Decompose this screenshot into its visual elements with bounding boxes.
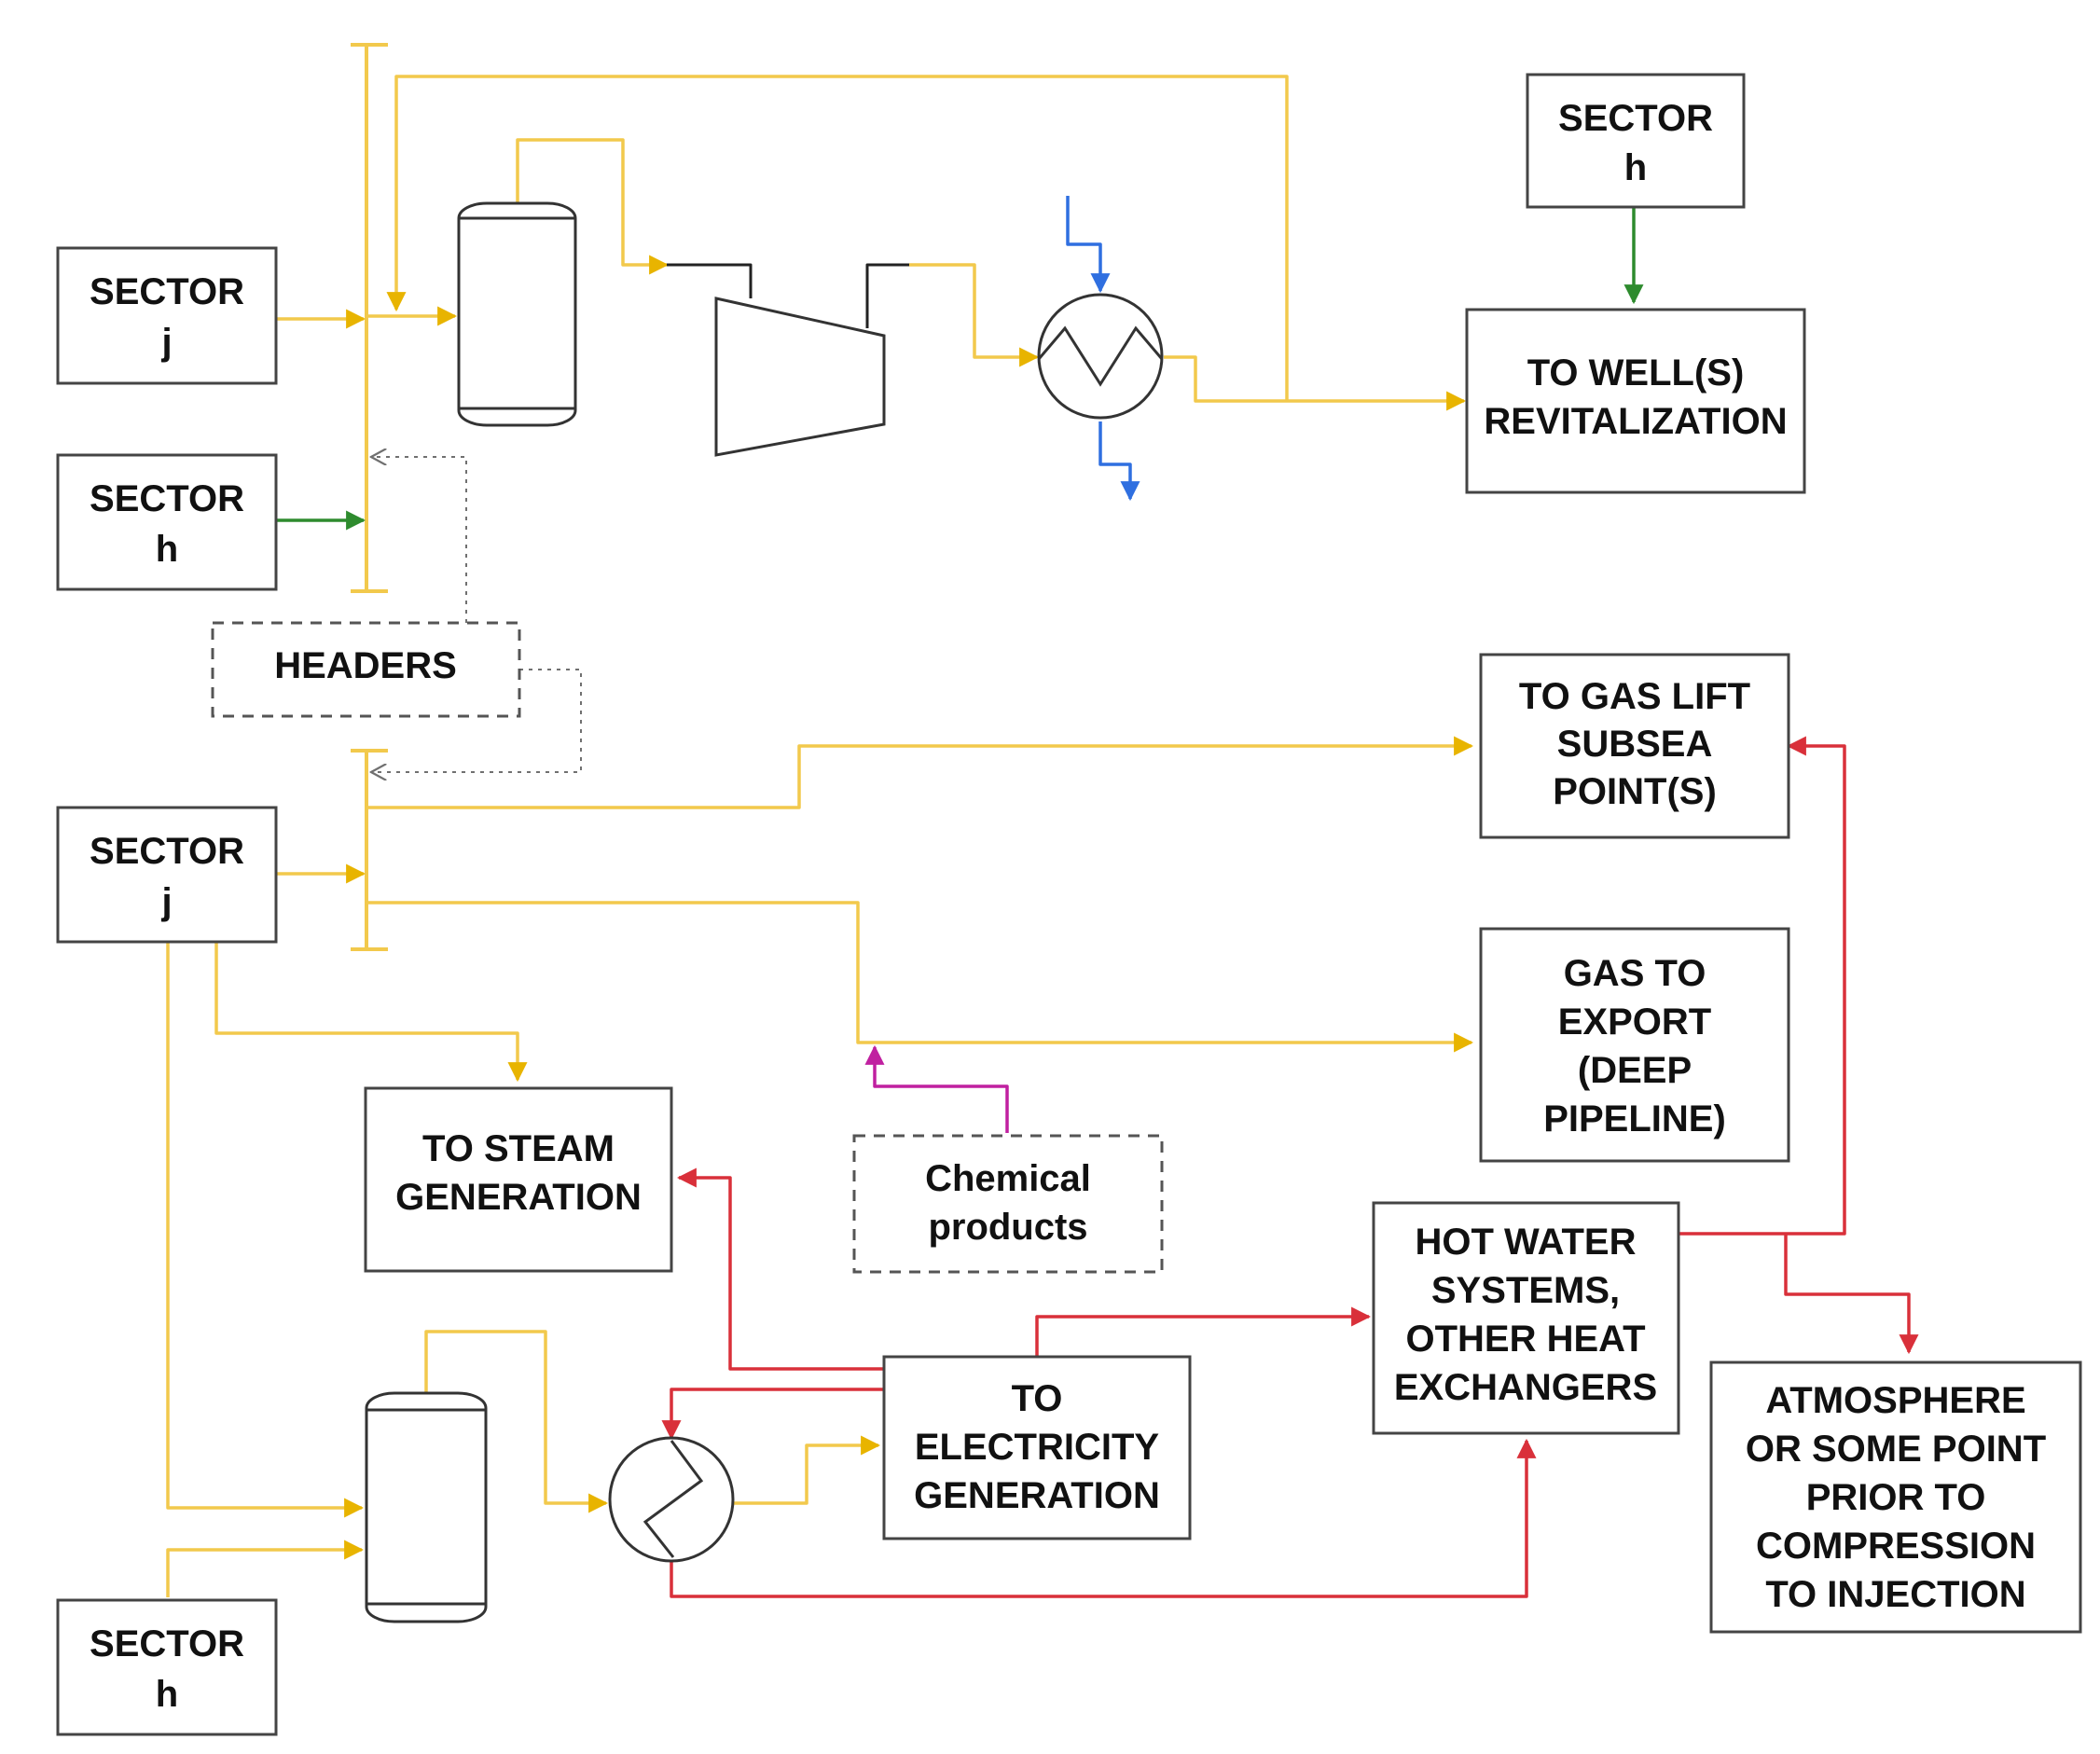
vertical-vessel-icon: [365, 1391, 488, 1623]
box-chemical-products: Chemical products: [852, 1134, 1164, 1274]
cooling-water-lines: [1066, 196, 1140, 502]
box-gas-lift: TO GAS LIFT SUBSEA POINT(S): [1479, 653, 1790, 839]
flow-electricity-to-hot-water: [1035, 1306, 1372, 1356]
box-label-line: GENERATION: [914, 1475, 1160, 1516]
flow-exchanger-to-hot-water: [670, 1438, 1537, 1598]
box-label-line: GENERATION: [395, 1177, 642, 1218]
flow-chemical-to-export: [864, 1044, 1009, 1133]
heat-exchanger-icon: [608, 1436, 735, 1563]
box-label-line: j: [160, 881, 172, 922]
box-label-line: SECTOR: [90, 478, 244, 519]
separator-bottom: [365, 1391, 488, 1623]
box-hot-water-systems: HOT WATER SYSTEMS, OTHER HEAT EXCHANGERS: [1372, 1201, 1680, 1435]
flow-electricity-to-steam: [676, 1167, 884, 1371]
box-label-line: TO WELL(S): [1527, 352, 1745, 394]
box-label-line: products: [928, 1207, 1087, 1248]
box-label-line: h: [1624, 147, 1647, 188]
separator-top: [457, 201, 577, 427]
flow-exchanger-to-well: [1164, 355, 1467, 411]
header-bar-top: [351, 43, 388, 593]
box-label-line: COMPRESSION: [1756, 1526, 2036, 1567]
box-label-line: ELECTRICITY: [915, 1427, 1160, 1468]
box-sector-h-left: SECTOR h: [56, 453, 278, 591]
flow-electricity-to-exchanger: [661, 1388, 884, 1441]
box-label-line: HOT WATER: [1415, 1222, 1636, 1263]
box-sector-h-bottom: SECTOR h: [56, 1598, 278, 1736]
cooling-water-out: [1098, 421, 1140, 502]
box-label-line: OR SOME POINT: [1746, 1429, 2046, 1470]
flow-exchanger-to-electricity: [734, 1435, 881, 1505]
compressor: [714, 297, 886, 457]
box-label-line: OTHER HEAT: [1405, 1319, 1645, 1360]
box-steam-generation: TO STEAM GENERATION: [364, 1086, 673, 1273]
box-label-line: SECTOR: [90, 271, 244, 312]
flow-separator-to-compressor: [516, 138, 670, 275]
box-label-line: POINT(S): [1553, 771, 1717, 812]
flow-header-to-export: [366, 901, 1474, 1053]
box-electricity-generation: TO ELECTRICITY GENERATION: [882, 1355, 1192, 1540]
flow-sector-j-to-steam: [214, 942, 528, 1083]
heat-exchanger-top: [1037, 293, 1164, 420]
box-sector-h-top: SECTOR h: [1526, 73, 1746, 209]
box-label-line: GAS TO: [1564, 953, 1706, 994]
box-label-line: ATMOSPHERE: [1765, 1380, 2025, 1421]
sector-h-lines: [276, 207, 1644, 531]
box-sector-j-mid: SECTOR j: [56, 806, 278, 944]
box-label-line: TO GAS LIFT: [1519, 676, 1750, 717]
hot-water-lines: [661, 736, 1919, 1598]
box-label-line: TO INJECTION: [1765, 1574, 2025, 1615]
box-label-line: SECTOR: [90, 831, 244, 872]
box-label-line: h: [156, 1674, 178, 1715]
flow-sector-j-to-separator-bottom: [166, 942, 365, 1518]
box-label-line: EXPORT: [1558, 1001, 1711, 1043]
box-label-line: PIPELINE): [1543, 1098, 1726, 1139]
box-label-line: Chemical: [925, 1158, 1091, 1199]
flow-separator-bottom-to-exchanger: [424, 1330, 609, 1513]
box-well-revitalization: TO WELL(S) REVITALIZATION: [1465, 308, 1806, 494]
box-sector-j-top: SECTOR j: [56, 246, 278, 385]
box-label-line: TO: [1012, 1378, 1063, 1419]
vertical-vessel-icon: [457, 201, 577, 427]
box-label-line: h: [156, 529, 178, 570]
box-label-line: SYSTEMS,: [1431, 1270, 1620, 1311]
headers-link-bottom: [371, 669, 582, 772]
box-atmosphere: ATMOSPHERE OR SOME POINT PRIOR TO COMPRE…: [1709, 1360, 2082, 1634]
box-label-line: EXCHANGERS: [1394, 1367, 1657, 1408]
flow-recycle-to-header: [386, 75, 1289, 401]
box-label-line: TO STEAM: [422, 1128, 615, 1169]
cooling-water-in: [1066, 196, 1111, 294]
flow-compressor-to-exchanger: [909, 263, 1040, 367]
box-label-line: (DEEP: [1578, 1050, 1692, 1091]
flow-hot-water-to-atmosphere: [1784, 1234, 1919, 1355]
flow-header-to-gas-lift: [366, 736, 1474, 809]
compressor-icon: [714, 297, 886, 457]
headers-link-top: [371, 457, 467, 623]
flow-sector-h-to-separator-bottom: [166, 1540, 365, 1597]
box-label-line: SUBSEA: [1557, 724, 1713, 765]
box-label-line: SECTOR: [90, 1623, 244, 1664]
box-label-line: HEADERS: [274, 645, 457, 686]
box-label-line: SECTOR: [1558, 98, 1713, 139]
compressor-connectors: [667, 263, 909, 328]
flow-hot-water-to-gas-lift: [1679, 736, 1846, 1236]
gas-lines: [166, 75, 1474, 1597]
flow-lines: [166, 43, 1919, 1598]
heat-exchanger-icon: [1037, 293, 1164, 420]
header-bar-bottom: [351, 749, 388, 951]
box-label-line: REVITALIZATION: [1484, 401, 1787, 442]
box-headers: HEADERS: [211, 621, 521, 718]
box-label-line: PRIOR TO: [1806, 1477, 1986, 1518]
box-gas-export: GAS TO EXPORT (DEEP PIPELINE): [1479, 927, 1790, 1163]
heat-exchanger-bottom: [608, 1436, 735, 1563]
headers-links: [371, 457, 582, 772]
box-label-line: j: [160, 322, 172, 363]
